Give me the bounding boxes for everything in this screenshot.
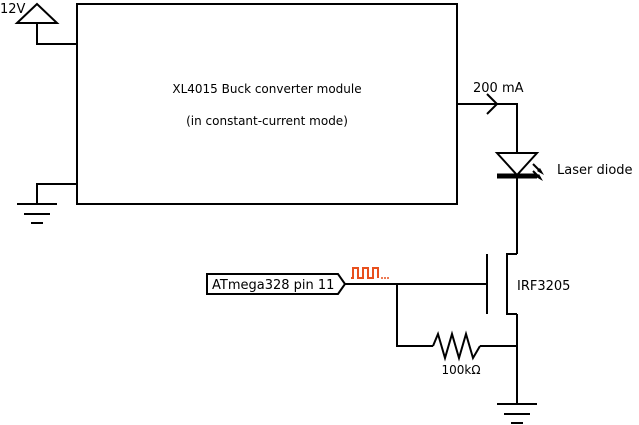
supply-wire	[36, 23, 77, 45]
input-pin: ATmega328 pin 11	[206, 273, 347, 295]
resistor-label: 100kΩ	[441, 363, 480, 377]
input-pin-connector	[206, 273, 347, 295]
current-label: 200 mA	[473, 81, 524, 96]
pwm-signal-icon	[351, 267, 389, 279]
mosfet-label: IRF3205	[517, 279, 570, 294]
mosfet-drain-lead	[506, 253, 517, 315]
supply-12v: 12V	[0, 2, 77, 45]
output-current: 200 mA	[457, 81, 524, 153]
gate-network: 100kΩ	[345, 283, 517, 377]
buck-converter-mode: (in constant-current mode)	[186, 114, 348, 128]
supply-label: 12V	[0, 2, 26, 17]
ground-left	[17, 183, 77, 224]
current-arrow-icon	[486, 93, 499, 115]
buck-converter-title: XL4015 Buck converter module	[172, 82, 361, 96]
laser-emission-arrow-icon	[532, 163, 544, 181]
resistor-zigzag-icon	[432, 330, 481, 362]
buck-converter-box	[76, 3, 458, 205]
buck-converter-module: XL4015 Buck converter module (in constan…	[76, 3, 458, 205]
ground-bottom	[497, 403, 537, 424]
diode-triangle-icon	[494, 152, 540, 177]
pwm-waveform	[351, 267, 379, 279]
input-pin-label: ATmega328 pin 11	[212, 278, 334, 293]
mosfet-irf3205: IRF3205	[486, 253, 570, 404]
resistor-left-wire	[396, 284, 433, 347]
output-wire	[457, 103, 518, 153]
ground-left-wire	[36, 183, 77, 204]
laser-label: Laser diode	[557, 163, 633, 178]
laser-diode: Laser diode	[494, 152, 633, 254]
